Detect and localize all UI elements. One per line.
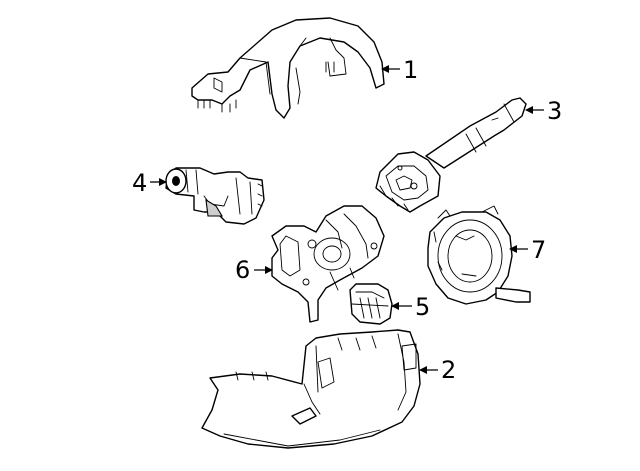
lower-column-cover bbox=[201, 329, 421, 449]
turn-signal-switch bbox=[165, 167, 265, 225]
clock-spring bbox=[427, 205, 531, 305]
callout-3: 3 bbox=[547, 97, 562, 125]
switch-housing bbox=[271, 205, 385, 323]
callout-labels: 1 2 3 4 5 6 7 bbox=[132, 56, 562, 384]
callout-4: 4 bbox=[132, 169, 147, 197]
callout-2: 2 bbox=[441, 356, 456, 384]
callout-1: 1 bbox=[403, 56, 418, 84]
switch-module bbox=[349, 283, 393, 325]
callout-6: 6 bbox=[235, 256, 250, 284]
callout-7: 7 bbox=[531, 236, 546, 264]
wiper-switch bbox=[375, 97, 527, 213]
upper-column-cover bbox=[191, 17, 385, 119]
callout-5: 5 bbox=[415, 293, 430, 321]
leader-lines bbox=[150, 65, 544, 374]
